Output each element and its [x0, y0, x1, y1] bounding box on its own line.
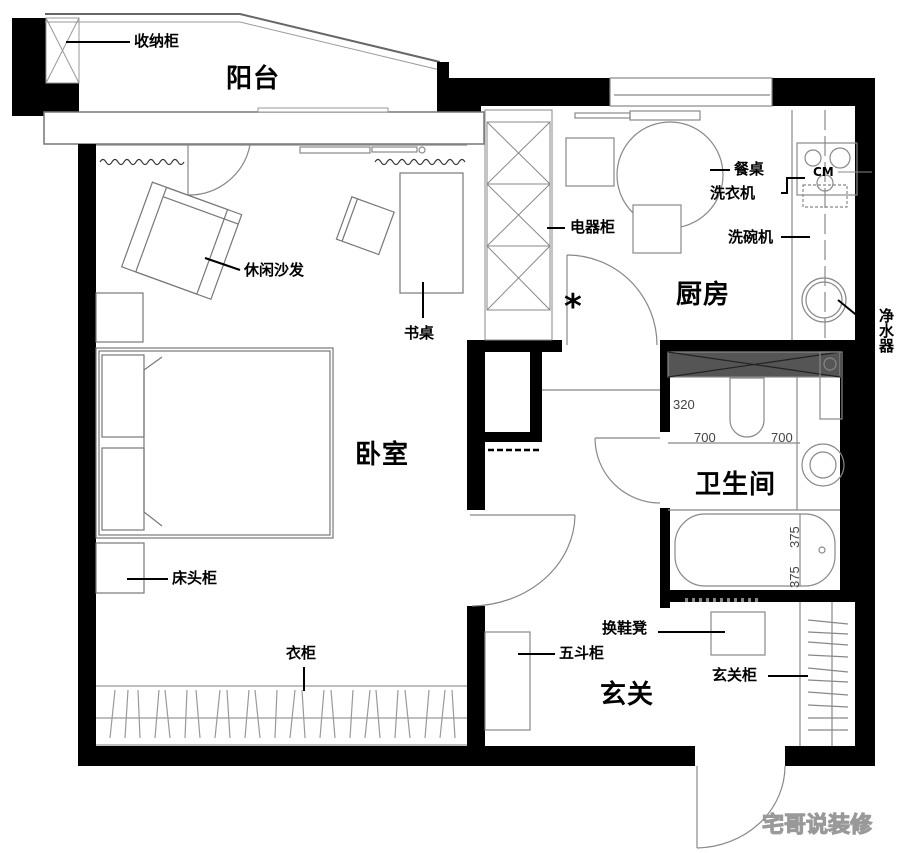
- label-bedside-table: 床头柜: [172, 569, 218, 587]
- dimension-700-left: 700: [694, 430, 716, 445]
- room-label-balcony: 阳台: [226, 64, 281, 94]
- room-label-bedroom: 卧室: [355, 440, 410, 470]
- storage-cabinet-shape: [45, 17, 80, 84]
- chest-of-drawers-shape: [484, 631, 531, 731]
- label-appliance-cabinet: 电器柜: [570, 218, 616, 236]
- entrance-cabinet-shape: [799, 602, 849, 746]
- appliance-cabinet-shape: [484, 109, 553, 341]
- bed-shape: [95, 347, 334, 539]
- label-wardrobe: 衣柜: [286, 644, 317, 662]
- leader-lines: [66, 41, 872, 691]
- label-storage-cabinet: 收纳柜: [134, 32, 180, 50]
- bedroom-door: [470, 514, 576, 607]
- label-dining-table: 餐桌: [734, 160, 765, 178]
- bedside-table-shape: [95, 542, 145, 594]
- chair-shape: [335, 196, 395, 256]
- balcony-structure: [12, 13, 485, 145]
- desk-shape: [399, 172, 464, 294]
- label-desk: 书桌: [404, 324, 435, 342]
- dimension-320: 320: [673, 397, 695, 412]
- label-cm: CM: [813, 165, 834, 179]
- wardrobe-shape: [96, 685, 467, 746]
- walls: [78, 78, 875, 766]
- corridor-lines: [488, 389, 661, 504]
- dimension-375-bottom: 375: [787, 566, 802, 588]
- dimension-375-top: 375: [787, 526, 802, 548]
- label-water-purifier: 净水器: [877, 308, 895, 353]
- entrance-door: [696, 765, 786, 849]
- dining-table-shape: [565, 121, 724, 254]
- room-label-kitchen: 厨房: [676, 280, 731, 310]
- label-washing-machine: 洗衣机: [710, 184, 756, 202]
- watermark: 宅哥说装修: [761, 813, 873, 838]
- asterisk-mark: *: [564, 287, 582, 327]
- bathroom-fixtures: [667, 351, 845, 602]
- dimension-700-right: 700: [771, 430, 793, 445]
- room-label-bathroom: 卫生间: [695, 470, 777, 500]
- small-cabinet-shape: [95, 292, 144, 343]
- room-label-entrance: 玄关: [600, 680, 655, 710]
- kitchen-door: [566, 254, 658, 346]
- lounge-sofa-shape: [120, 181, 243, 301]
- label-lounge-sofa: 休闲沙发: [244, 261, 305, 279]
- label-dishwasher: 洗碗机: [728, 228, 774, 246]
- bedroom-window: [96, 144, 467, 196]
- kitchen-window: [574, 77, 773, 121]
- kitchen-counter: [791, 110, 858, 340]
- label-shoe-bench: 换鞋凳: [602, 619, 648, 637]
- shoe-bench-shape: [710, 611, 766, 656]
- label-entrance-cabinet: 玄关柜: [712, 666, 758, 684]
- label-chest-of-drawers: 五斗柜: [559, 644, 605, 662]
